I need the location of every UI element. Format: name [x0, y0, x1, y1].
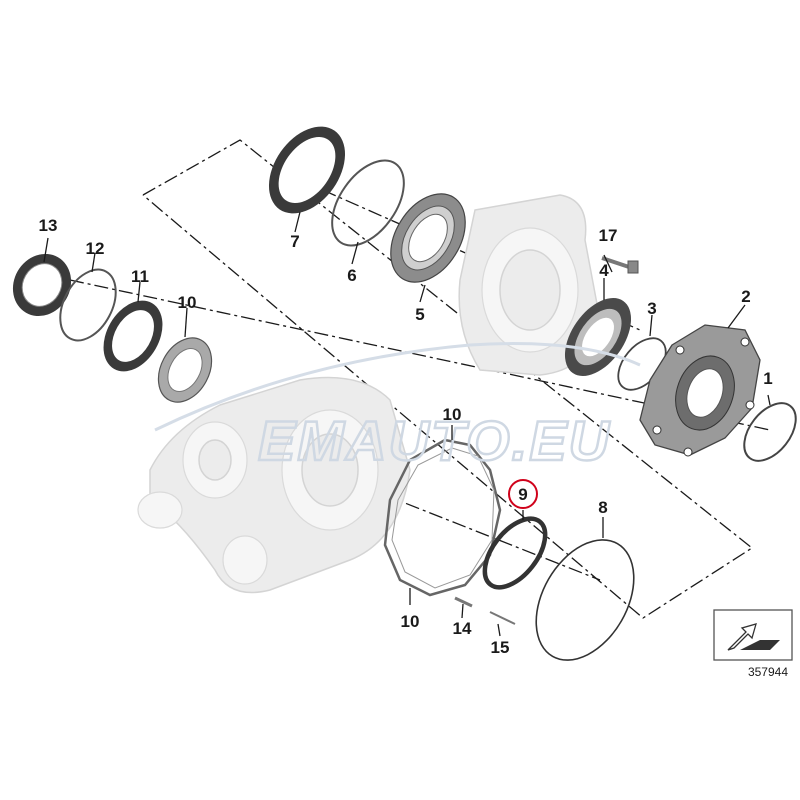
svg-text:EMAUTO.EU: EMAUTO.EU: [258, 409, 611, 472]
part-8-large-o-ring: [535, 539, 635, 661]
watermark-logo: EMAUTO.EU: [154, 342, 641, 473]
part-10-cover-gasket: [383, 438, 502, 597]
callout-2[interactable]: 2: [741, 287, 750, 306]
part-5-ball-bearing: [390, 193, 466, 283]
callout-8[interactable]: 8: [598, 498, 607, 517]
callout-17[interactable]: 17: [599, 226, 618, 245]
highlight-circle: [508, 479, 538, 509]
reference-number: 357944: [748, 665, 788, 679]
part-17-hex-bolt: [601, 256, 639, 274]
part-9-seal-ring: [482, 516, 548, 590]
callout-4[interactable]: 4: [599, 261, 609, 280]
center-axis-line: [69, 279, 771, 431]
callout-12[interactable]: 11: [131, 267, 149, 286]
bearing-carrier-housing: [458, 194, 601, 376]
part-7-radial-seal: [268, 126, 346, 214]
arrow-diagram-icon: [727, 623, 757, 651]
callout-13[interactable]: 12: [86, 239, 105, 258]
part-13-circlip: [59, 268, 117, 342]
final-drive-housing: [137, 376, 411, 594]
callout-7[interactable]: 7: [290, 232, 299, 251]
part-1-retaining-ring: [743, 402, 797, 462]
callout-6[interactable]: 6: [347, 266, 356, 285]
callout-3[interactable]: 3: [647, 299, 656, 318]
callout-16[interactable]: 15: [491, 638, 510, 657]
callout-1[interactable]: 1: [763, 369, 772, 388]
callout-11[interactable]: 10: [178, 293, 197, 312]
callout-5[interactable]: 5: [415, 305, 424, 324]
callout-10-top[interactable]: 10: [443, 405, 462, 424]
leader-lines: [43, 211, 771, 637]
part-11-needle-bearing: [157, 337, 213, 403]
part-14-shaft-seal: [12, 253, 72, 317]
part-12-seal-ring: [103, 300, 163, 372]
part-6-snap-ring: [331, 159, 405, 247]
callout-9[interactable]: 9: [518, 485, 527, 504]
part-16-pin: [489, 611, 516, 625]
callout-15[interactable]: 14: [453, 619, 472, 638]
reference-box: 357944: [713, 609, 793, 679]
part-15-screw: [454, 596, 473, 608]
callout-14[interactable]: 13: [39, 216, 58, 235]
callout-10-bottom[interactable]: 10: [401, 612, 420, 631]
part-2-output-flange: [639, 324, 761, 457]
